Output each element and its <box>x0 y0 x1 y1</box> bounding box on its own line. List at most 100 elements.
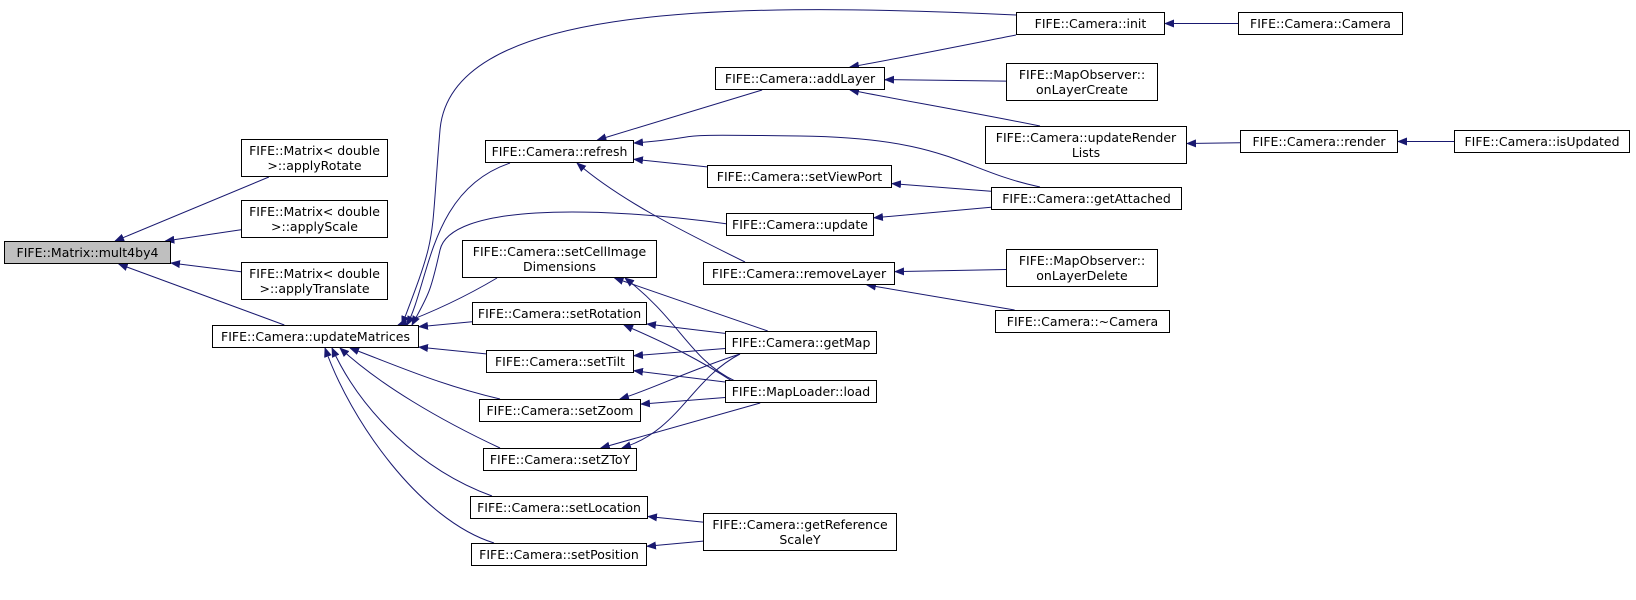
node-removeLayer[interactable]: FIFE::Camera::removeLayer <box>703 262 895 285</box>
node-label-line: >::applyScale <box>271 219 358 234</box>
node-label-line: FIFE::Camera::addLayer <box>724 71 876 86</box>
node-label-line: Lists <box>1071 145 1101 160</box>
node-label-line: FIFE::MapLoader::load <box>731 384 871 399</box>
node-getMap[interactable]: FIFE::Camera::getMap <box>725 331 877 354</box>
node-label-line: FIFE::Camera::~Camera <box>1006 314 1159 329</box>
node-cameraCtor[interactable]: FIFE::Camera::Camera <box>1238 12 1403 35</box>
node-label-line: FIFE::Camera::setZoom <box>486 403 634 418</box>
call-edge-init-to-updateMatrices <box>401 9 1017 326</box>
node-label-line: FIFE::Camera::setPosition <box>479 547 639 562</box>
node-label-line: FIFE::Camera::setTilt <box>494 354 626 369</box>
call-edge-mapLoaderLoad-to-setZToY <box>599 402 761 450</box>
node-label-line: FIFE::Camera::update <box>732 217 868 232</box>
call-edge-getReferenceScaleY-to-setLocation <box>647 513 704 523</box>
call-edge-getMap-to-setZToY <box>621 353 741 450</box>
call-edge-updateMatrices-to-mult4by4 <box>117 263 285 326</box>
node-label-line: FIFE::MapObserver:: <box>1018 253 1146 268</box>
node-label-line: FIFE::Camera::init <box>1034 16 1147 31</box>
call-edge-getAttached-to-update <box>873 206 992 221</box>
node-isUpdated[interactable]: FIFE::Camera::isUpdated <box>1454 130 1630 153</box>
call-edge-getAttached-to-setViewPort <box>891 180 992 192</box>
call-edge-onLayerDelete-to-removeLayer <box>894 267 1007 276</box>
call-edge-getReferenceScaleY-to-setPosition <box>646 540 704 550</box>
call-edge-getAttached-to-refresh <box>633 134 1041 188</box>
call-edge-setRotation-to-updateMatrices <box>418 321 473 330</box>
call-edge-mapLoaderLoad-to-setCellImageDimensions <box>624 277 736 382</box>
call-edge-setZToY-to-updateMatrices <box>339 347 501 449</box>
node-label-line: FIFE::Camera::setCellImage <box>472 244 647 259</box>
node-label-line: FIFE::Camera::setLocation <box>477 500 641 515</box>
call-edge-onLayerCreate-to-addLayer <box>884 75 1007 84</box>
node-label-line: Dimensions <box>523 259 596 274</box>
call-edge-setViewPort-to-refresh <box>633 156 708 168</box>
node-refresh[interactable]: FIFE::Camera::refresh <box>485 140 634 163</box>
node-label-line: FIFE::Camera::getReference <box>712 517 888 532</box>
call-edge-setZoom-to-updateMatrices <box>349 347 501 400</box>
node-destructor[interactable]: FIFE::Camera::~Camera <box>995 310 1170 333</box>
node-label-line: FIFE::MapObserver:: <box>1018 67 1146 82</box>
node-setViewPort[interactable]: FIFE::Camera::setViewPort <box>707 165 892 188</box>
node-label-line: onLayerDelete <box>1036 268 1128 283</box>
node-applyTranslate[interactable]: FIFE::Matrix< double>::applyTranslate <box>241 262 388 300</box>
node-label-line: FIFE::Matrix::mult4by4 <box>16 245 159 260</box>
node-label-line: FIFE::Matrix< double <box>249 204 380 219</box>
node-onLayerCreate[interactable]: FIFE::MapObserver::onLayerCreate <box>1006 63 1158 101</box>
call-edge-applyScale-to-mult4by4 <box>164 229 242 244</box>
node-label-line: onLayerCreate <box>1036 82 1128 97</box>
node-label-line: ScaleY <box>779 532 821 547</box>
node-label-line: FIFE::Matrix< double <box>249 266 380 281</box>
node-mapLoaderLoad[interactable]: FIFE::MapLoader::load <box>725 380 877 403</box>
node-label-line: FIFE::Camera::getMap <box>731 335 871 350</box>
node-updateMatrices[interactable]: FIFE::Camera::updateMatrices <box>212 325 419 348</box>
call-edge-applyRotate-to-mult4by4 <box>114 176 270 242</box>
node-getAttached[interactable]: FIFE::Camera::getAttached <box>991 187 1182 210</box>
call-edge-render-to-updateRenderLists <box>1186 139 1241 148</box>
node-label-line: FIFE::Camera::removeLayer <box>711 266 887 281</box>
node-setZoom[interactable]: FIFE::Camera::setZoom <box>479 399 641 422</box>
node-label-line: FIFE::Camera::render <box>1252 134 1386 149</box>
call-edge-getMap-to-setCellImageDimensions <box>613 277 768 332</box>
node-label-line: FIFE::Camera::isUpdated <box>1464 134 1620 149</box>
node-label-line: FIFE::Camera::updateRender <box>995 130 1177 145</box>
node-label-line: FIFE::Camera::setViewPort <box>716 169 883 184</box>
node-applyScale[interactable]: FIFE::Matrix< double>::applyScale <box>241 200 388 238</box>
node-label-line: FIFE::Camera::setZToY <box>489 452 631 467</box>
call-edge-setPosition-to-updateMatrices <box>324 347 495 544</box>
node-onLayerDelete[interactable]: FIFE::MapObserver::onLayerDelete <box>1006 249 1158 287</box>
call-edge-setLocation-to-updateMatrices <box>331 347 493 497</box>
call-edge-updateRenderLists-to-addLayer <box>849 87 1041 127</box>
node-render[interactable]: FIFE::Camera::render <box>1240 130 1398 153</box>
call-edge-update-to-updateMatrices <box>411 211 729 326</box>
call-edge-getMap-to-setTilt <box>633 348 726 359</box>
call-edge-getMap-to-setZoom <box>619 353 741 401</box>
node-init[interactable]: FIFE::Camera::init <box>1016 12 1165 35</box>
node-setTilt[interactable]: FIFE::Camera::setTilt <box>486 350 634 373</box>
node-label-line: FIFE::Camera::Camera <box>1250 16 1391 31</box>
node-label-line: FIFE::Matrix< double <box>249 143 380 158</box>
node-update[interactable]: FIFE::Camera::update <box>726 213 874 236</box>
node-setPosition[interactable]: FIFE::Camera::setPosition <box>471 543 647 566</box>
node-applyRotate[interactable]: FIFE::Matrix< double>::applyRotate <box>241 139 388 177</box>
node-label-line: FIFE::Camera::updateMatrices <box>221 329 410 344</box>
node-label-line: >::applyRotate <box>267 158 362 173</box>
node-label-line: FIFE::Camera::refresh <box>491 144 628 159</box>
call-edge-addLayer-to-refresh <box>596 89 763 142</box>
call-edge-setTilt-to-updateMatrices <box>418 344 487 355</box>
node-addLayer[interactable]: FIFE::Camera::addLayer <box>715 67 885 90</box>
node-setRotation[interactable]: FIFE::Camera::setRotation <box>472 302 647 325</box>
call-edge-destructor-to-removeLayer <box>865 282 1015 311</box>
call-edge-applyTranslate-to-mult4by4 <box>170 260 242 273</box>
call-edge-getMap-to-setRotation <box>646 321 726 334</box>
call-edge-init-to-addLayer <box>849 34 1017 70</box>
node-setLocation[interactable]: FIFE::Camera::setLocation <box>470 496 648 519</box>
node-setZToY[interactable]: FIFE::Camera::setZToY <box>483 448 637 471</box>
node-label-line: FIFE::Camera::getAttached <box>1002 191 1171 206</box>
call-edge-removeLayer-to-refresh <box>576 162 746 263</box>
node-label-line: >::applyTranslate <box>259 281 370 296</box>
call-edge-mapLoaderLoad-to-setRotation <box>623 324 736 384</box>
